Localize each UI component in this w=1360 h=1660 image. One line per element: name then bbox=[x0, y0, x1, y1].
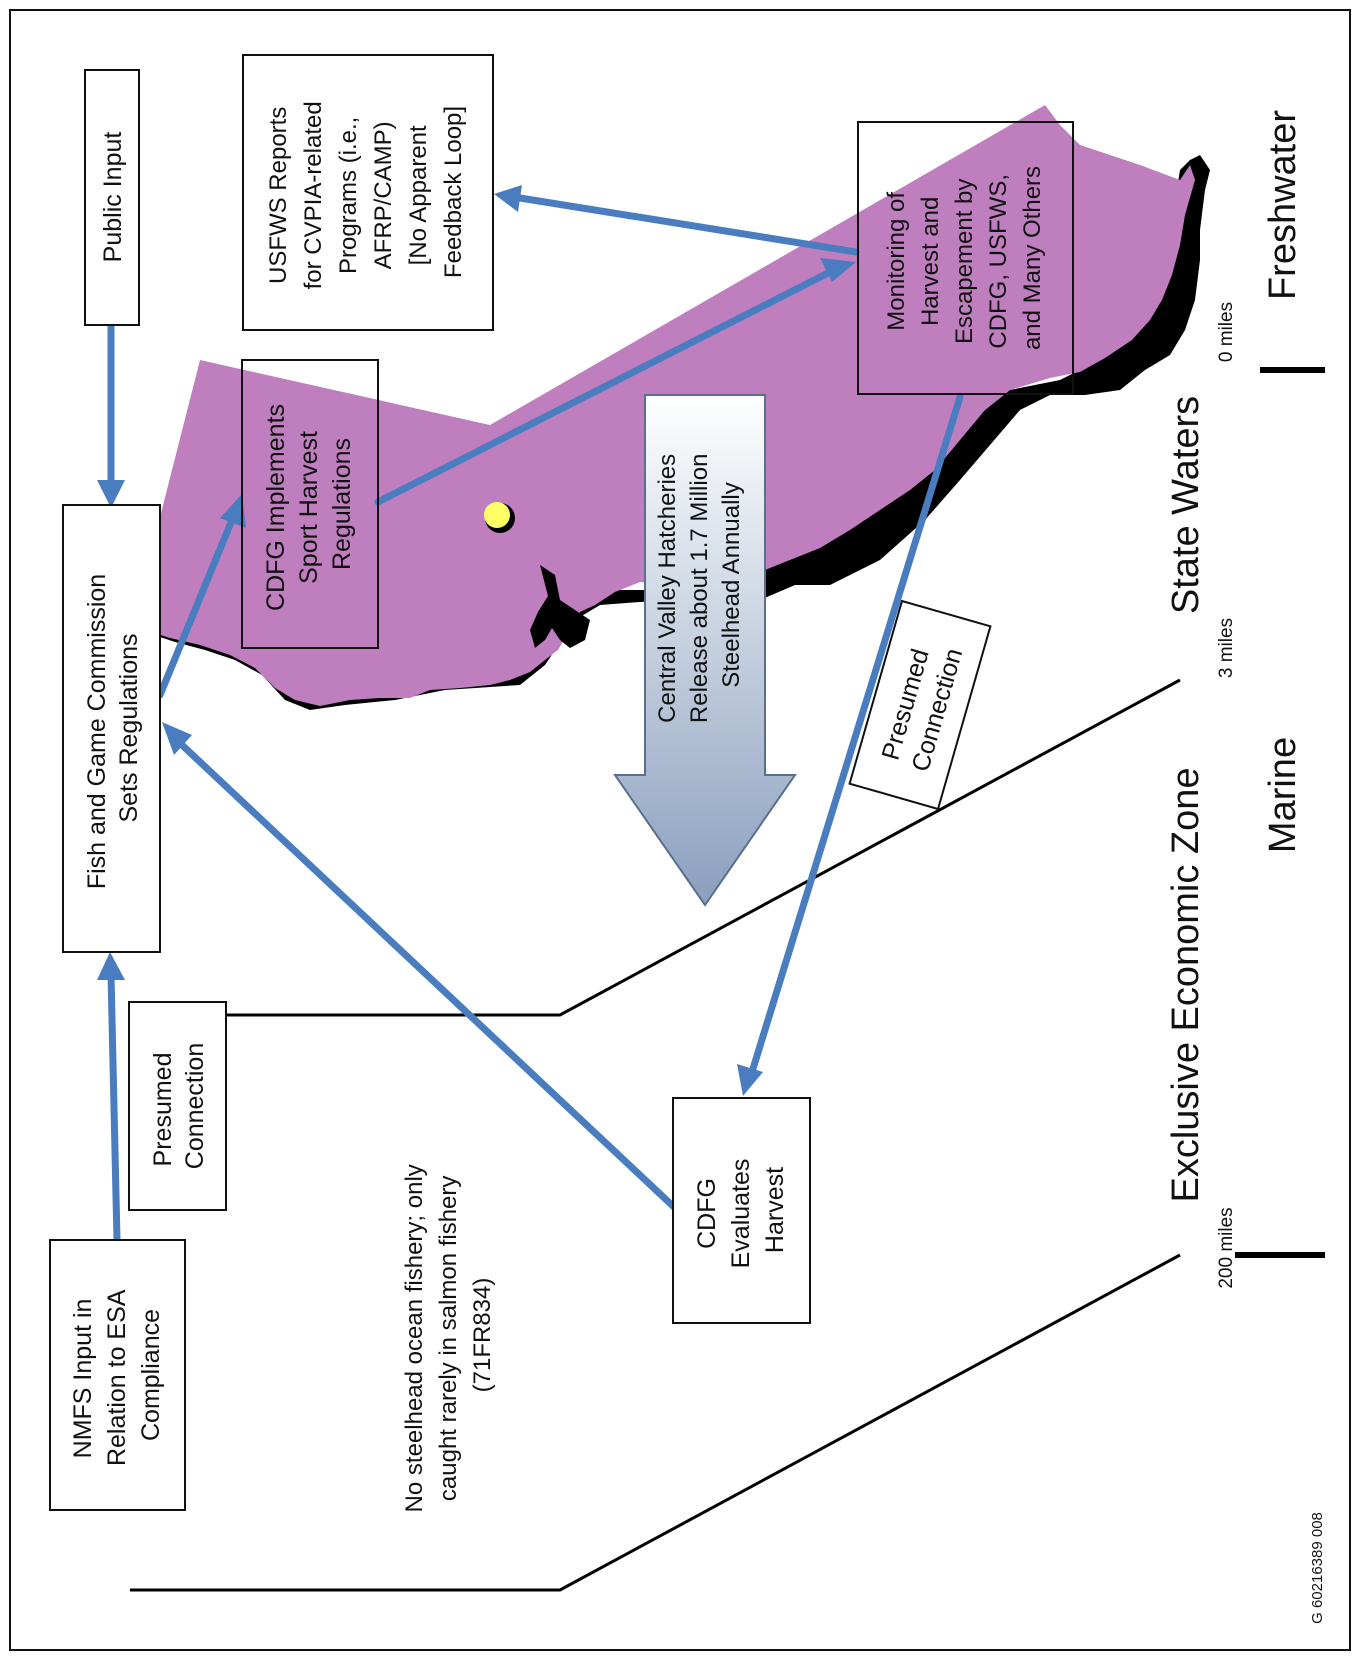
monitoring-line-4: CDFG, USFWS, bbox=[985, 174, 1012, 349]
presumed-top-rect bbox=[848, 599, 992, 811]
monitoring-line-3: Escapement by bbox=[951, 179, 978, 344]
monitoring-label: Monitoring of Harvest and Escapement by … bbox=[883, 166, 1046, 350]
arrow-fgc-to-implements bbox=[156, 516, 236, 699]
nmfs-line-1: NMFS Input in bbox=[69, 1299, 97, 1459]
cdfg-implements-box: CDFG Implements Sport Harvest Regulation… bbox=[241, 359, 379, 649]
state-waters-boundary bbox=[130, 678, 1181, 1017]
implements-line-3: Regulations bbox=[328, 438, 356, 570]
sacramento-city-dot-fill bbox=[484, 502, 510, 528]
distance-3-miles: 3 miles bbox=[1216, 618, 1237, 678]
usfws-line-5: [No Apparent bbox=[405, 125, 432, 265]
public-input-box: Public Input bbox=[84, 69, 140, 326]
arrowhead-evaluates-to-fgc bbox=[162, 722, 192, 755]
ocean-note-line-3: (71FR834) bbox=[469, 1278, 496, 1393]
arrow-monitoring-to-evaluates bbox=[748, 393, 964, 1076]
fgc-line-2: Sets Regulations bbox=[115, 633, 143, 822]
arrow-monitoring-to-usfws bbox=[516, 194, 860, 256]
arrow-evaluates-to-fgc bbox=[178, 741, 679, 1212]
fgc-rect bbox=[62, 504, 161, 953]
distance-200-miles: 200 miles bbox=[1216, 1207, 1237, 1288]
marine-label: Marine bbox=[1262, 737, 1304, 853]
monitoring-rect bbox=[857, 121, 1074, 395]
state-waters-label: State Waters bbox=[1165, 396, 1207, 614]
presumed-connection-bottom-box: Presumed Connection bbox=[128, 1001, 227, 1211]
zone-lines bbox=[130, 367, 1325, 1592]
evaluates-line-3: Harvest bbox=[761, 1167, 789, 1253]
eez-label: Exclusive Economic Zone bbox=[1165, 767, 1207, 1202]
arrowhead-implements-to-monitoring bbox=[820, 258, 856, 282]
distance-0-miles: 0 miles bbox=[1216, 302, 1237, 362]
monitoring-box: Monitoring of Harvest and Escapement by … bbox=[857, 121, 1074, 395]
nmfs-input-rect bbox=[49, 1239, 186, 1511]
hatchery-line-3: Steelhead Annually bbox=[718, 482, 745, 688]
hatchery-line-2: Release about 1.7 Million bbox=[686, 454, 713, 724]
arrow-implements-to-monitoring bbox=[374, 268, 834, 506]
nmfs-line-2: Relation to ESA bbox=[103, 1289, 131, 1466]
arrowhead-public-to-fgc bbox=[97, 480, 125, 508]
presumed-bottom-line-2: Connection bbox=[181, 1043, 209, 1169]
evaluates-line-1: CDFG bbox=[693, 1178, 721, 1249]
presumed-bottom-rect bbox=[128, 1001, 227, 1211]
ocean-fishery-note: No steelhead ocean fishery; only caught … bbox=[401, 1158, 496, 1513]
hatchery-line-1: Central Valley Hatcheries bbox=[654, 454, 681, 723]
arrow-nmfs-to-fgc bbox=[107, 971, 121, 1244]
usfws-line-4: AFRP/CAMP) bbox=[370, 121, 397, 269]
ocean-note-line-2: caught rarely in salmon fishery bbox=[435, 1176, 462, 1501]
monitoring-line-5: and Many Others bbox=[1019, 166, 1046, 350]
nmfs-line-3: Compliance bbox=[137, 1309, 165, 1441]
hatchery-arrow-text: Central Valley Hatcheries Release about … bbox=[654, 447, 745, 723]
usfws-line-2: for CVPIA-related bbox=[300, 101, 327, 289]
fgc-box: Fish and Game Commission Sets Regulation… bbox=[62, 504, 161, 953]
fgc-label: Fish and Game Commission Sets Regulation… bbox=[83, 567, 143, 889]
usfws-line-1: USFWS Reports bbox=[265, 107, 292, 284]
usfws-line-6: Feedback Loop] bbox=[440, 106, 467, 278]
arrowhead-monitoring-to-usfws bbox=[494, 185, 522, 212]
implements-line-1: CDFG Implements bbox=[262, 404, 290, 611]
arrowhead-nmfs-to-fgc bbox=[97, 952, 125, 980]
arrowhead-fgc-to-implements bbox=[220, 494, 246, 528]
monitoring-line-1: Monitoring of bbox=[883, 192, 910, 331]
usfws-line-3: Programs (i.e., bbox=[335, 117, 362, 274]
cdfg-evaluates-rect bbox=[672, 1097, 811, 1324]
presumed-bottom-label: Presumed Connection bbox=[149, 1043, 209, 1169]
cdfg-evaluates-label: CDFG Evaluates Harvest bbox=[693, 1152, 789, 1269]
ocean-note-line-1: No steelhead ocean fishery; only bbox=[401, 1164, 428, 1512]
nmfs-input-box: NMFS Input in Relation to ESA Compliance bbox=[49, 1239, 186, 1511]
cdfg-implements-rect bbox=[241, 359, 379, 649]
monitoring-line-2: Harvest and bbox=[917, 197, 944, 326]
usfws-reports-rect bbox=[242, 54, 494, 331]
freshwater-label: Freshwater bbox=[1262, 110, 1304, 300]
san-francisco-bay bbox=[530, 565, 590, 648]
fgc-line-1: Fish and Game Commission bbox=[83, 574, 111, 889]
presumed-connection-top-box: Presumed Connection bbox=[848, 599, 992, 811]
hatchery-arrow-shape bbox=[613, 394, 797, 907]
page-frame bbox=[9, 9, 1351, 1651]
connector-arrows bbox=[97, 185, 964, 1244]
figure-id: G 60216389 008 bbox=[1309, 1512, 1326, 1624]
evaluates-line-2: Evaluates bbox=[727, 1159, 755, 1269]
public-input-label: Public Input bbox=[99, 132, 127, 263]
usfws-reports-label: USFWS Reports for CVPIA-related Programs… bbox=[265, 95, 467, 290]
cdfg-evaluates-box: CDFG Evaluates Harvest bbox=[672, 1097, 811, 1324]
eez-boundary bbox=[130, 1253, 1181, 1592]
nmfs-input-label: NMFS Input in Relation to ESA Compliance bbox=[69, 1284, 165, 1466]
public-input-rect bbox=[84, 69, 140, 326]
usfws-reports-box: USFWS Reports for CVPIA-related Programs… bbox=[242, 54, 494, 331]
cdfg-implements-label: CDFG Implements Sport Harvest Regulation… bbox=[262, 397, 356, 611]
presumed-bottom-line-1: Presumed bbox=[149, 1053, 177, 1167]
hatchery-release-arrow: Central Valley Hatcheries Release about … bbox=[613, 394, 797, 907]
implements-line-2: Sport Harvest bbox=[295, 431, 323, 584]
arrowhead-monitoring-to-evaluates bbox=[737, 1064, 763, 1096]
